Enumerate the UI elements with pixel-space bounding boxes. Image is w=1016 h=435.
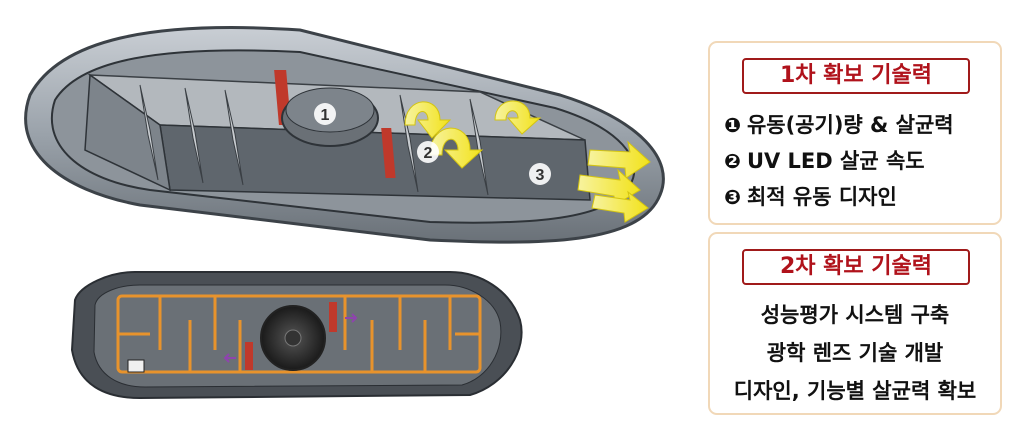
partition-walls [139,84,489,196]
uv-led-strip [381,128,396,178]
plan-fan-hub [284,329,302,347]
secondary-tech-title: 2차 확보 기술력 [742,249,970,285]
callout-2-label: 2 [424,145,433,162]
plan-uv-led [329,302,337,332]
primary-tech-title: 1차 확보 기술력 [742,58,970,94]
airflow-arrows [404,100,651,223]
item-number: ❶ [724,113,741,137]
flow-direction-arrow [345,313,358,323]
callout-1-label: 1 [321,107,330,124]
item-text: 최적 유동 디자인 [746,185,897,209]
item-text: UV LED 살균 속도 [746,149,925,173]
callout-1: 1 [314,103,336,125]
callout-3: 3 [529,163,551,185]
device-plan-view [70,271,523,400]
item-text: 유동(공기)량 & 살균력 [746,113,954,137]
item-number: ❸ [724,185,741,209]
device-figure: 1 2 3 [24,26,665,400]
secondary-tech-panel: 2차 확보 기술력 성능평가 시스템 구축 광학 렌즈 기술 개발 디자인, 기… [708,232,1002,415]
device-3d-view: 1 2 3 [24,26,665,244]
list-item: 디자인, 기능별 살균력 확보 [733,379,977,403]
item-number: ❷ [724,149,741,173]
plan-port [127,359,145,373]
list-item: 광학 렌즈 기술 개발 [766,341,944,365]
airflow-channels [116,294,482,374]
callout-3-label: 3 [536,167,545,184]
list-item: 성능평가 시스템 구축 [760,303,950,327]
flow-direction-arrow [223,353,236,363]
secondary-tech-list: 성능평가 시스템 구축 광학 렌즈 기술 개발 디자인, 기능별 살균력 확보 [710,296,1000,410]
callout-2: 2 [417,141,439,163]
plan-uv-led [245,342,253,370]
compartment-side [84,73,171,192]
